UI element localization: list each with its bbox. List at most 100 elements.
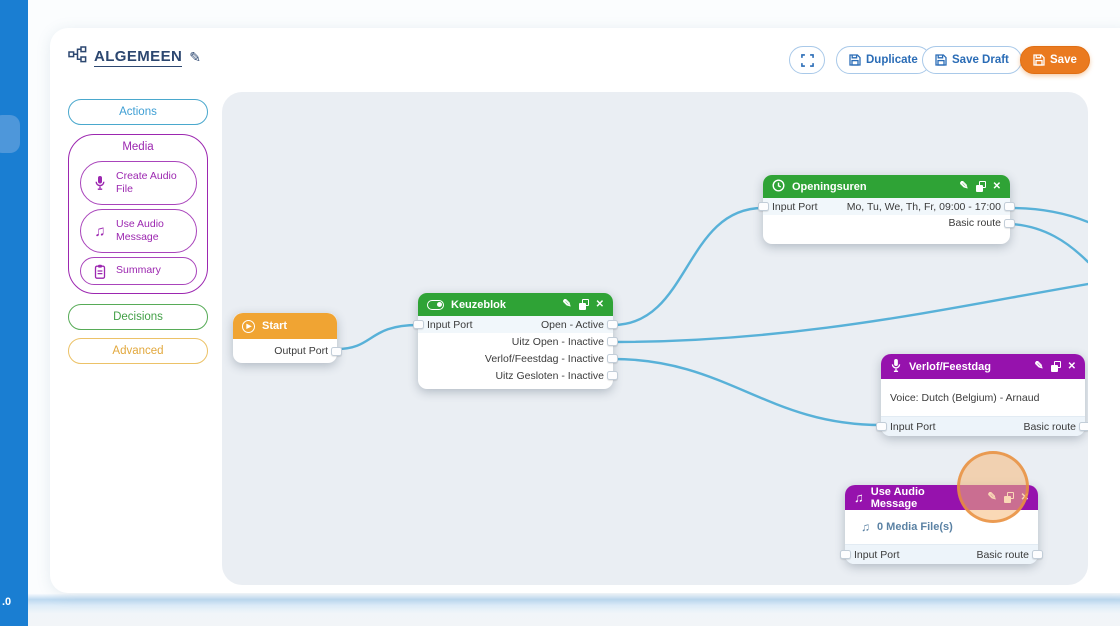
palette-media-label: Media	[122, 141, 154, 153]
node-row: Output Port	[233, 339, 342, 363]
node-use-audio-header[interactable]: ♫ Use Audio Message ✎ ✕	[845, 485, 1038, 510]
output-port[interactable]	[1032, 550, 1043, 559]
media-files-count: 0 Media File(s)	[877, 521, 953, 533]
output-label: Uitz Gesloten - Inactive	[495, 369, 604, 382]
connector-start-to-keuzeblok	[335, 323, 420, 351]
collapsed-nav-strip: .0	[0, 0, 28, 626]
node-openingsuren[interactable]: Openingsuren ✎ ✕ Input Port Mo, Tu, We, …	[758, 175, 1015, 244]
media-files-row[interactable]: ♫ 0 Media File(s)	[845, 510, 1038, 544]
basic-route-label: Basic route	[976, 548, 1029, 561]
node-keuzeblok-header[interactable]: Keuzeblok ✎ ✕	[418, 293, 613, 316]
edit-node-icon[interactable]: ✎	[1034, 360, 1044, 372]
connector-keuzeblok-open-to-openingsuren	[611, 206, 765, 327]
voice-label: Voice: Dutch (Belgium) - Arnaud	[890, 391, 1040, 404]
save-icon	[849, 54, 861, 66]
flow-canvas[interactable]: ▶ Start Output Port Keuzeblok ✎ ✕ Input …	[222, 92, 1088, 585]
flow-title-group: ALGEMEEN ✎	[68, 46, 201, 68]
duplicate-button-label: Duplicate	[866, 54, 918, 66]
connector-openingsuren-basic-route-offscreen	[1009, 222, 1088, 264]
node-title: Verlof/Feestdag	[909, 360, 991, 373]
edit-node-icon[interactable]: ✎	[987, 491, 997, 503]
play-icon: ▶	[242, 319, 255, 333]
connector-keuzeblok-verlof-to-verlof-node	[611, 357, 883, 427]
fullscreen-icon	[800, 53, 814, 67]
copy-node-icon[interactable]	[578, 299, 589, 310]
save-draft-button-label: Save Draft	[952, 54, 1009, 66]
node-openingsuren-header[interactable]: Openingsuren ✎ ✕	[763, 175, 1010, 198]
output-port[interactable]	[607, 371, 618, 380]
output-port[interactable]	[607, 354, 618, 363]
close-node-icon[interactable]: ✕	[595, 298, 604, 310]
node-keuzeblok[interactable]: Keuzeblok ✎ ✕ Input Port Open - Active U…	[413, 293, 618, 389]
input-port[interactable]	[876, 422, 887, 431]
fullscreen-button[interactable]	[789, 46, 825, 74]
palette-group-media: Media Create Audio File ♫ Use Audio Mess…	[68, 134, 208, 294]
node-title: Keuzeblok	[451, 298, 507, 311]
palette-decisions-label: Decisions	[113, 311, 163, 323]
input-port[interactable]	[413, 320, 424, 329]
output-port[interactable]	[607, 337, 618, 346]
toggle-icon	[427, 299, 444, 310]
node-row: Input Port Open - Active	[413, 316, 618, 333]
palette-item-summary[interactable]: Summary	[80, 257, 197, 285]
copy-node-icon[interactable]	[975, 181, 986, 192]
flow-title[interactable]: ALGEMEEN	[94, 47, 183, 67]
node-ports-row: Input Port Basic route	[840, 544, 1043, 564]
music-note-icon: ♫	[861, 520, 870, 534]
duplicate-button[interactable]: Duplicate	[836, 46, 931, 74]
close-node-icon[interactable]: ✕	[1067, 360, 1076, 372]
save-button[interactable]: Save	[1020, 46, 1090, 74]
close-node-icon[interactable]: ✕	[1020, 491, 1029, 503]
close-node-icon[interactable]: ✕	[992, 180, 1001, 192]
palette-group-actions[interactable]: Actions	[68, 99, 208, 125]
node-row: Basic route	[763, 215, 1015, 231]
output-label: Uitz Open - Inactive	[511, 335, 604, 348]
edit-node-icon[interactable]: ✎	[959, 180, 969, 192]
palette-item-label: Use Audio Message	[116, 217, 164, 243]
palette-item-create-audio-file[interactable]: Create Audio File	[80, 161, 197, 205]
input-port-label: Input Port	[854, 548, 900, 561]
node-verlof-header[interactable]: Verlof/Feestdag ✎ ✕	[881, 354, 1085, 379]
palette-actions-label: Actions	[119, 106, 157, 118]
output-label: Open - Active	[540, 318, 604, 331]
edit-node-icon[interactable]: ✎	[562, 298, 572, 310]
version-label: .0	[2, 596, 12, 608]
save-button-label: Save	[1050, 54, 1077, 66]
connector-openingsuren-schedule-offscreen	[1009, 206, 1088, 224]
node-start-header[interactable]: ▶ Start	[233, 313, 337, 339]
palette-item-use-audio-message[interactable]: ♫ Use Audio Message	[80, 209, 197, 253]
save-icon	[1033, 54, 1045, 66]
nav-strip-active-tab[interactable]	[0, 115, 20, 153]
node-verlof-feestdag[interactable]: Verlof/Feestdag ✎ ✕ Voice: Dutch (Belgiu…	[876, 354, 1088, 436]
clock-icon	[772, 178, 785, 195]
node-title: Use Audio Message	[870, 485, 925, 510]
save-icon	[935, 54, 947, 66]
music-note-icon: ♫	[94, 222, 106, 240]
output-port[interactable]	[607, 320, 618, 329]
node-start[interactable]: ▶ Start Output Port	[233, 313, 342, 363]
edit-title-icon[interactable]: ✎	[189, 49, 201, 65]
save-draft-button[interactable]: Save Draft	[922, 46, 1022, 74]
output-port[interactable]	[1079, 422, 1088, 431]
input-port[interactable]	[840, 550, 851, 559]
palette-group-advanced[interactable]: Advanced	[68, 338, 208, 364]
palette-item-label: Summary	[116, 264, 161, 277]
basic-route-label: Basic route	[1023, 420, 1076, 433]
copy-node-icon[interactable]	[1003, 492, 1014, 503]
sitemap-icon	[68, 46, 87, 68]
copy-node-icon[interactable]	[1050, 361, 1061, 372]
voice-info-row: Voice: Dutch (Belgium) - Arnaud	[881, 379, 1085, 416]
output-port[interactable]	[1004, 202, 1015, 211]
microphone-icon	[890, 358, 902, 376]
palette-group-decisions[interactable]: Decisions	[68, 304, 208, 330]
node-title: Start	[262, 320, 288, 332]
music-note-icon: ♫	[854, 490, 864, 505]
input-port[interactable]	[758, 202, 769, 211]
output-port[interactable]	[1004, 218, 1015, 228]
palette-advanced-label: Advanced	[112, 345, 164, 357]
node-use-audio-message[interactable]: ♫ Use Audio Message ✎ ✕ ♫ 0 Media File(s…	[840, 485, 1043, 564]
output-port[interactable]	[331, 346, 342, 356]
output-port-label: Output Port	[274, 345, 328, 357]
node-row: Input Port Mo, Tu, We, Th, Fr, 09:00 - 1…	[758, 198, 1015, 215]
palette-item-label: Create Audio File	[116, 169, 177, 195]
